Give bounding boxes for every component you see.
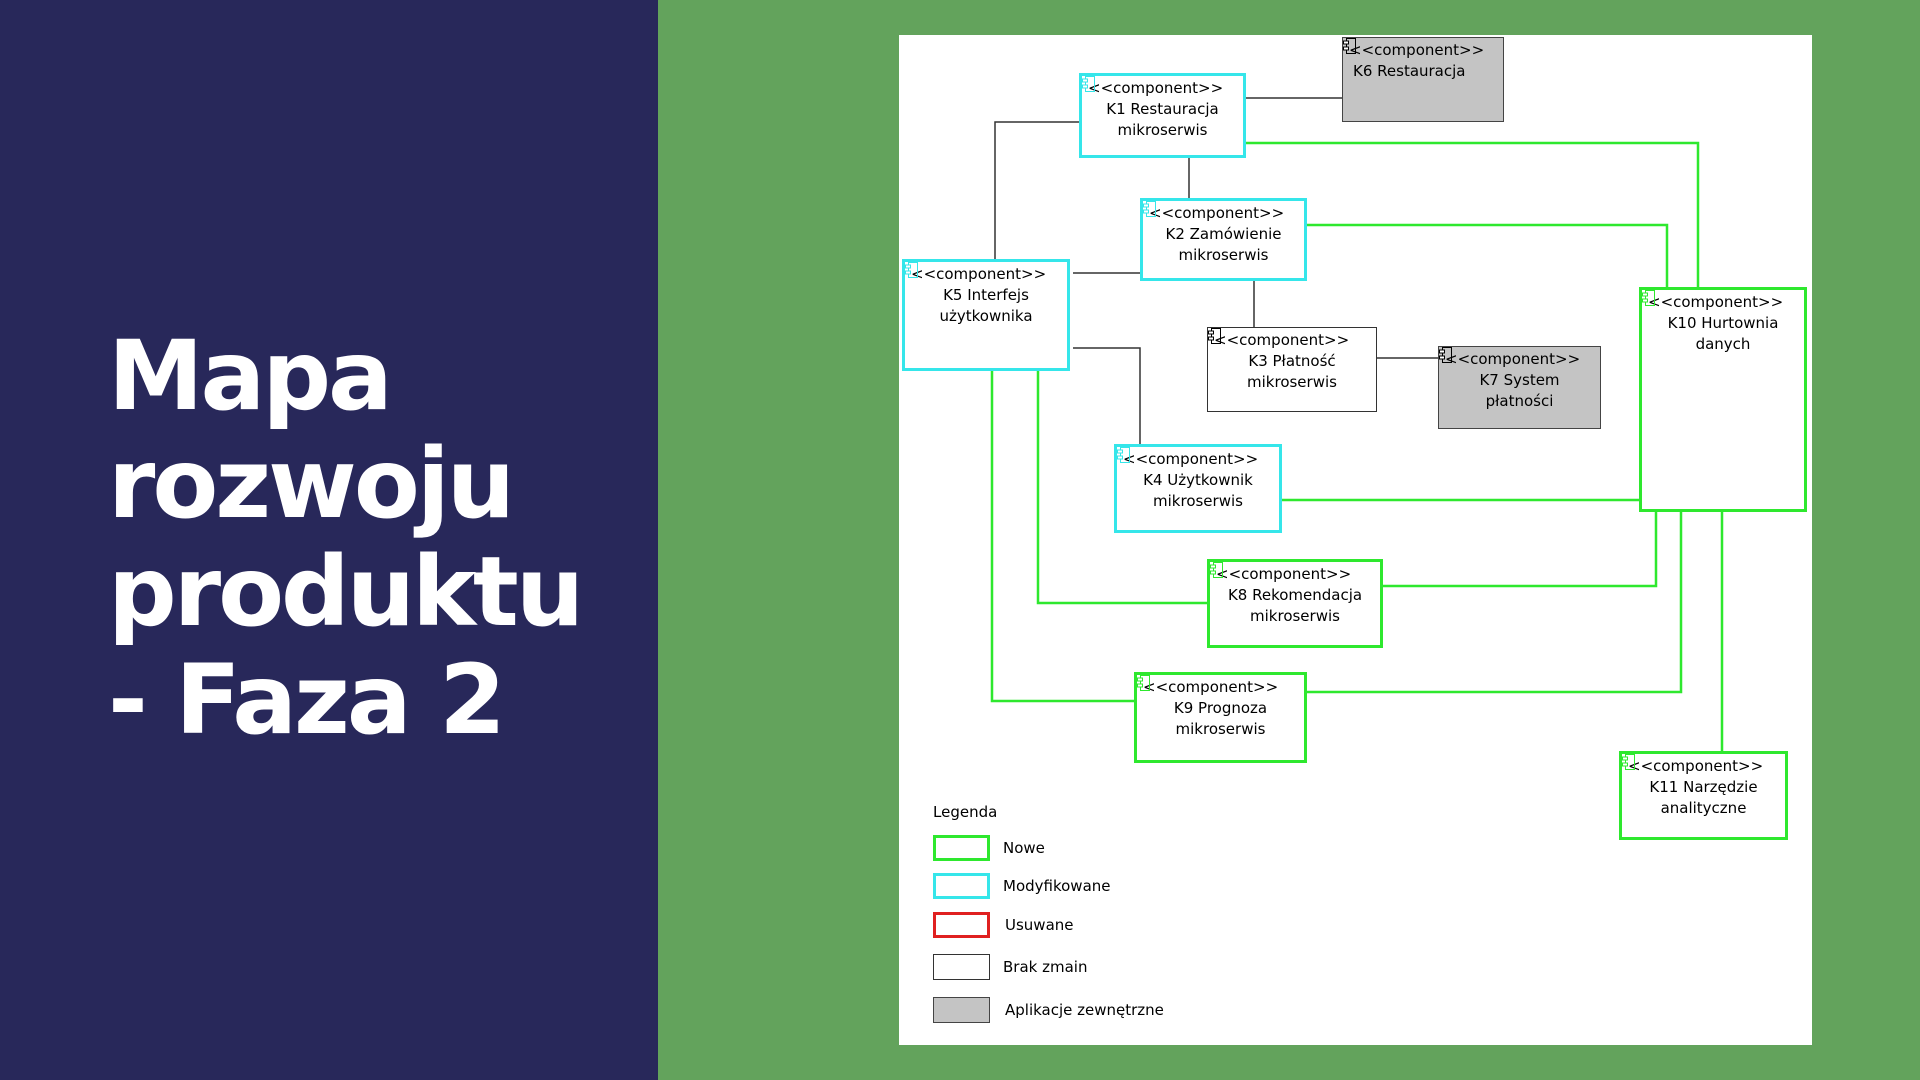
stereotype-label: <<component>> [1216,565,1352,583]
legend-label: Usuwane [1005,916,1074,934]
connector-k5-k4 [1073,347,1141,444]
stereotype-label: <<component>> [1123,450,1259,468]
legend-label: Aplikacje zewnętrzne [1005,1001,1164,1019]
component-name: K9 Prognoza mikroserwis [1173,699,1268,738]
component-diagram: <<component>> K6 Restauracja <<component… [899,35,1812,1045]
title-line: produktu [108,536,584,648]
stereotype-label: <<component>> [1088,79,1224,97]
stereotype-label: <<component>> [1648,293,1784,311]
stereotype-label: <<component>> [1149,204,1285,222]
legend-swatch-brak-zmian [933,954,990,980]
title-line: - Faza 2 [108,644,506,756]
component-icon [1143,201,1156,217]
connector-k2-k10 [1307,223,1669,288]
title-line: Mapa [108,320,393,432]
connector-layer [990,97,1724,751]
component-k11: <<component>> K11 Narzędzie analityczne [1619,751,1788,840]
component-icon [1117,447,1130,463]
component-name: K5 Interfejs użytkownika [939,286,1033,325]
legend-label: Modyfikowane [1003,877,1111,895]
stereotype-label: <<component>> [1445,350,1581,368]
component-name: K4 Użytkownik mikroserwis [1143,471,1253,510]
connector-k5-k8 [1036,371,1210,605]
component-k3: <<component>> K3 Płatność mikroserwis [1207,327,1377,412]
component-icon [1137,675,1150,691]
slide-title: Mapa rozwoju produktu - Faza 2 [108,322,628,754]
component-k5: <<component>> K5 Interfejs użytkownika [902,259,1070,371]
component-name: K7 System płatności [1479,371,1560,410]
connector-k5-k9 [990,371,1136,703]
component-k7: <<component>> K7 System płatności [1438,346,1601,429]
component-icon [1082,76,1095,92]
legend-title: Legenda [933,803,998,821]
stereotype-label: <<component>> [1628,757,1764,775]
component-k8: <<component>> K8 Rekomendacja mikroserwi… [1207,559,1383,648]
component-k2: <<component>> K2 Zamówienie mikroserwis [1140,198,1307,281]
stereotype-label: <<component>> [1143,678,1279,696]
connector-k1-k10 [1246,141,1700,288]
component-name: K10 Hurtownia danych [1667,314,1779,353]
title-line: rozwoju [108,428,515,540]
component-name: K6 Restauracja [1353,62,1466,80]
component-icon [905,262,918,278]
legend-swatch-usuwane [933,912,990,938]
legend-swatch-modyfikowane [933,873,990,899]
title-panel: Mapa rozwoju produktu - Faza 2 [0,0,658,1080]
component-icon [1439,347,1452,363]
connector-k8-k10 [1383,512,1658,588]
component-k9: <<component>> K9 Prognoza mikroserwis [1134,672,1307,763]
stereotype-label: <<component>> [1349,41,1485,59]
legend-label: Brak zmain [1003,958,1088,976]
component-name: K3 Płatność mikroserwis [1247,352,1337,391]
legend-swatch-zewnetrzne [933,997,990,1023]
component-icon [1208,328,1221,344]
component-icon [1343,38,1356,54]
component-name: K8 Rekomendacja mikroserwis [1227,586,1363,625]
component-k1: <<component>> K1 Restauracja mikroserwis [1079,73,1246,158]
stereotype-label: <<component>> [1214,331,1350,349]
connector-k1-k5 [994,121,1083,260]
component-icon [1622,754,1635,770]
component-name: K1 Restauracja mikroserwis [1106,100,1219,139]
legend-swatch-nowe [933,835,990,861]
component-k10: <<component>> K10 Hurtownia danych [1639,287,1807,512]
connector-k9-k10 [1307,512,1683,694]
stereotype-label: <<component>> [911,265,1047,283]
legend-label: Nowe [1003,839,1045,857]
component-name: K11 Narzędzie analityczne [1649,778,1758,817]
component-name: K2 Zamówienie mikroserwis [1165,225,1282,264]
component-icon [1642,290,1655,306]
component-k4: <<component>> K4 Użytkownik mikroserwis [1114,444,1282,533]
component-k6: <<component>> K6 Restauracja [1342,37,1504,122]
component-icon [1210,562,1223,578]
